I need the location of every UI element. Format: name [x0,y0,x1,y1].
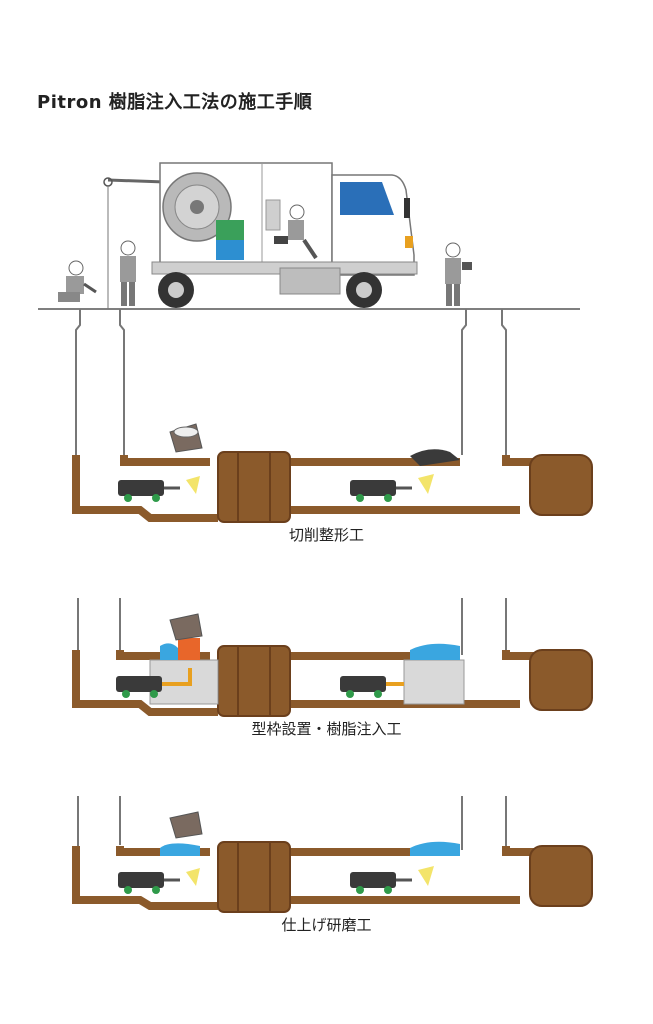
worker-kneeling [58,260,97,302]
robot-step1-right [350,474,434,502]
blue-tank [216,240,244,260]
step3-caption: 仕上げ研磨工 [281,916,372,934]
truck-wheel-rear [158,272,194,308]
manhole-right [461,309,507,455]
worker-standing-left [120,240,136,306]
pipe-section-step1 [72,423,593,523]
manhole-left [75,309,125,455]
truck-wheel-front [346,272,382,308]
green-tank [216,220,244,240]
robot-step2-left [116,668,192,698]
pipe-section-step2 [72,598,593,717]
robot-step3-right [350,866,434,894]
step2-caption: 型枠設置・樹脂注入工 [251,720,402,738]
step1-caption: 切削整形工 [288,526,364,544]
resin-blue-right [410,643,460,660]
operator-person [274,204,318,260]
work-truck [38,162,580,310]
robot-step3-left [118,868,200,894]
robot-step2-right [340,676,404,698]
resin-orange [178,638,200,660]
robot-step1-left [118,476,200,502]
pipe-section-step3 [72,796,593,913]
worker-standing-right [445,242,472,306]
cab-window [340,182,394,215]
page-title: Pitron 樹脂注入工法の施工手順 [37,92,313,113]
